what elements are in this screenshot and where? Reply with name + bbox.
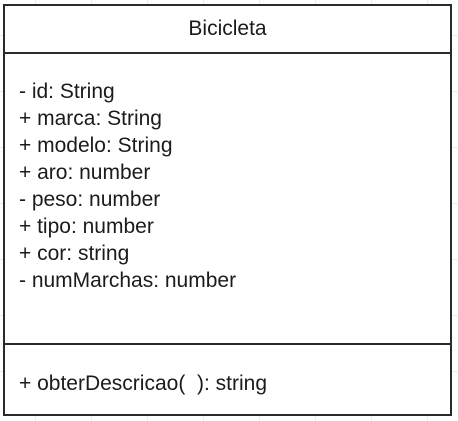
attribute-numMarchas: - numMarchas: number — [19, 269, 237, 292]
attribute-peso: - peso: number — [19, 188, 161, 211]
attribute-cor: + cor: string — [19, 242, 130, 265]
methods-compartment: + obterDescricao( ): string — [19, 370, 267, 397]
method-obterDescricao: + obterDescricao( ): string — [19, 372, 268, 395]
attributes-compartment: - id: String + marca: String + modelo: S… — [19, 78, 236, 294]
attribute-id: - id: String — [19, 80, 115, 103]
uml-class-box[interactable]: Bicicleta - id: String + marca: String +… — [3, 4, 452, 416]
attribute-tipo: + tipo: number — [19, 215, 154, 238]
header-divider — [5, 52, 450, 54]
class-name: Bicicleta — [188, 17, 267, 40]
attribute-modelo: + modelo: String — [19, 134, 173, 157]
methods-divider — [5, 343, 450, 345]
attribute-marca: + marca: String — [19, 107, 162, 130]
attribute-aro: + aro: number — [19, 161, 151, 184]
